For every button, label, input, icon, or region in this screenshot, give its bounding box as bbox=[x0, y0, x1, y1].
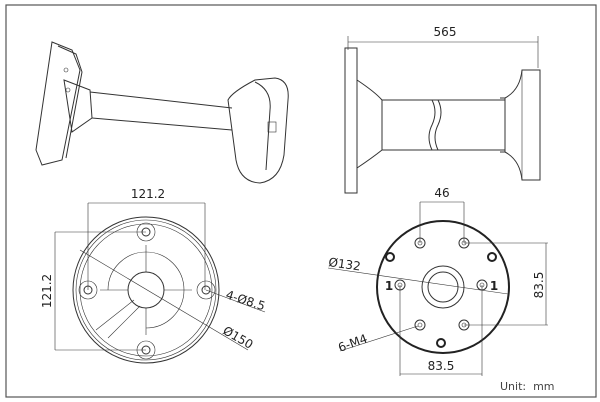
hole-mark-right: 1 bbox=[490, 279, 498, 293]
base-view: 121.2 121.2 4-Ø8.5 Ø150 bbox=[40, 187, 267, 364]
plate-view: 46 83.5 83.5 Ø132 6-M4 1 1 bbox=[328, 186, 548, 376]
side-view: 565 bbox=[344, 25, 541, 194]
hole-mark-left: 1 bbox=[385, 279, 393, 293]
dim-base-diameter: Ø150 bbox=[221, 323, 256, 351]
dim-plate-diameter: Ø132 bbox=[328, 255, 362, 273]
perspective-view bbox=[35, 41, 289, 184]
dim-mount-holes: 4-Ø8.5 bbox=[224, 288, 267, 314]
dim-base-height: 121.2 bbox=[40, 274, 54, 308]
dim-overall-length: 565 bbox=[434, 25, 457, 39]
dim-top-hole-spacing: 46 bbox=[434, 186, 449, 200]
screw-holes bbox=[385, 237, 497, 348]
dim-plate-horizontal: 83.5 bbox=[428, 359, 455, 373]
dim-plate-vertical: 83.5 bbox=[532, 272, 546, 299]
drawing-frame bbox=[5, 4, 597, 398]
dim-base-width: 121.2 bbox=[131, 187, 165, 201]
unit-label: Unit: mm bbox=[500, 380, 555, 393]
dim-screw-spec: 6-M4 bbox=[336, 331, 369, 354]
